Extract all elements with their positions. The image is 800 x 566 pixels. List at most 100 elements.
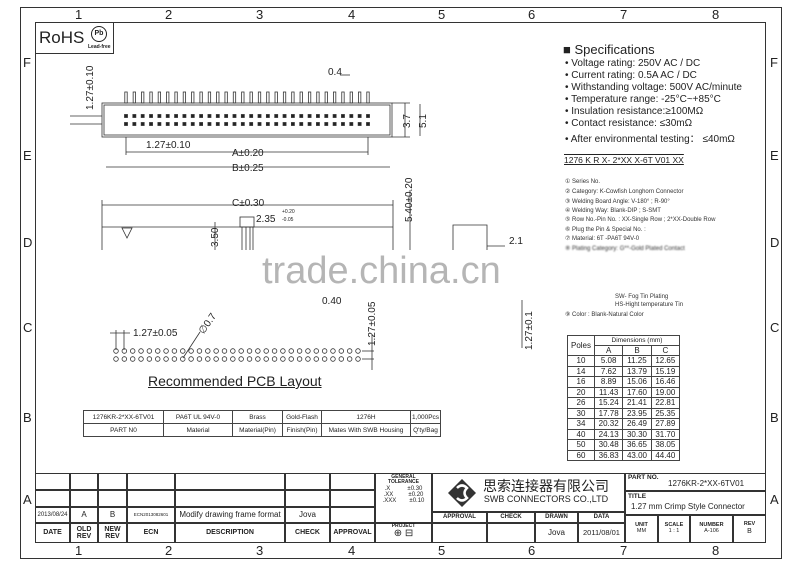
tol-value: ±0.20 (408, 491, 424, 498)
tolerance-title: GENERAL TOLERANCE (387, 474, 420, 486)
pcb-hole (321, 348, 328, 354)
revision-empty-cell (35, 473, 70, 490)
dim-5-40: 5.40±0.20 (404, 177, 415, 222)
pcb-hole (196, 348, 203, 354)
finish-value: Gold-Flash (282, 410, 322, 424)
pcb-hole (288, 348, 294, 354)
revision-empty-cell (175, 473, 285, 490)
pcb-hole (263, 356, 269, 362)
pin-tail (132, 91, 136, 104)
dimension-cell: 30 (567, 407, 595, 419)
pin (282, 114, 287, 118)
revision-header: ECN (127, 523, 175, 543)
dimension-cell: 26.49 (622, 418, 652, 430)
pin (299, 122, 304, 126)
pcb-hole (213, 356, 219, 362)
pcb-hole (296, 356, 303, 362)
revision-cell: B (98, 507, 127, 523)
project-box: PROJECT ⊕ ⊟ (375, 523, 432, 543)
zone-row: A (770, 492, 779, 507)
pin-tail (274, 91, 278, 104)
zone-col: 1 (75, 7, 83, 22)
pcb-hole (138, 356, 144, 362)
dimension-cell: 20 (567, 386, 595, 398)
drawn-value: Jova (535, 523, 578, 543)
mates-label: Mates With SWB Housing (321, 423, 411, 437)
company-logo-icon (448, 478, 476, 507)
pcb-hole (163, 348, 169, 354)
pin (249, 114, 254, 118)
tol-value: ±0.10 (409, 498, 425, 505)
pin-tail (149, 91, 153, 104)
revision-header: DATE (35, 523, 70, 543)
revision-header: NEW REV (98, 523, 127, 543)
pcb-hole (255, 356, 261, 362)
dimension-cell: 8.89 (593, 376, 624, 388)
pcb-hole (205, 348, 211, 354)
zone-col: 2 (165, 7, 173, 22)
pcb-hole (346, 348, 353, 354)
pin (224, 114, 229, 118)
pin-tail (333, 91, 337, 104)
tolerance-row: .X±0.30 (376, 486, 431, 492)
ordering-code-text: 1276 K R X- 2*XX X-6T V01 XX (564, 155, 684, 165)
dimension-cell: 15.06 (622, 376, 652, 388)
pin (165, 122, 170, 126)
pin (290, 114, 295, 118)
dimension-cell: 27.89 (650, 418, 681, 430)
plating-option: SW- Fog Tin Plating (615, 294, 669, 300)
dimension-cell: 20.32 (593, 418, 624, 430)
pin-tail (307, 91, 312, 104)
tolerance-row: .XX±0.20 (376, 492, 431, 498)
dimension-cell: 23.95 (622, 407, 652, 419)
outer-frame (20, 7, 782, 559)
pcb-layout-title: Recommended PCB Layout (148, 373, 322, 389)
pcb-hole (221, 356, 228, 362)
pcb-hole (146, 356, 153, 362)
dimension-cell: 5.08 (593, 355, 624, 367)
tolerance-box: GENERAL TOLERANCE .X±0.30 .XX±0.20 .XXX ±… (375, 473, 432, 523)
dim-5-1: 5.1 (418, 114, 429, 128)
pcb-hole (313, 356, 319, 362)
qty-label: Q'ty/Bag (410, 423, 441, 437)
pin (274, 122, 279, 126)
dim-row-pitch: 1.27±0.10 (85, 65, 96, 110)
zone-row: F (770, 55, 778, 70)
pcb-hole (221, 348, 228, 354)
pcb-hole (196, 356, 203, 362)
pin (165, 114, 170, 118)
dimension-cell: 36.65 (622, 439, 652, 451)
pcb-hole (321, 356, 328, 362)
pin (140, 122, 145, 126)
check-value (487, 523, 535, 543)
pin (265, 114, 270, 118)
pin-tail (249, 91, 253, 104)
tol-key: .XXX (382, 498, 397, 505)
pin-tail (341, 91, 345, 104)
pcb-hole (296, 348, 303, 354)
pcb-hole (155, 356, 161, 362)
revision-cell (330, 507, 375, 523)
scale-label: SCALE (664, 522, 684, 529)
pcb-hole (280, 348, 286, 354)
pin (341, 122, 345, 126)
color-option: ⑨ Color : Blank-Natural Color (565, 312, 644, 318)
part-no-box: PART NO. 1276KR-2*XX-6TV01 (625, 473, 766, 491)
revision-empty-cell (35, 490, 70, 507)
zone-col: 2 (165, 543, 173, 558)
material-value: PA6T UL 94V-0 (163, 410, 233, 424)
revision-empty-cell (285, 473, 330, 490)
pcb-layout (110, 330, 374, 370)
zone-col: 1 (75, 543, 83, 558)
dimension-cell: 15.19 (650, 365, 681, 377)
lead-free-badge: Pb (94, 30, 104, 37)
revision-empty-cell (330, 473, 375, 490)
pcb-hole (113, 356, 119, 362)
